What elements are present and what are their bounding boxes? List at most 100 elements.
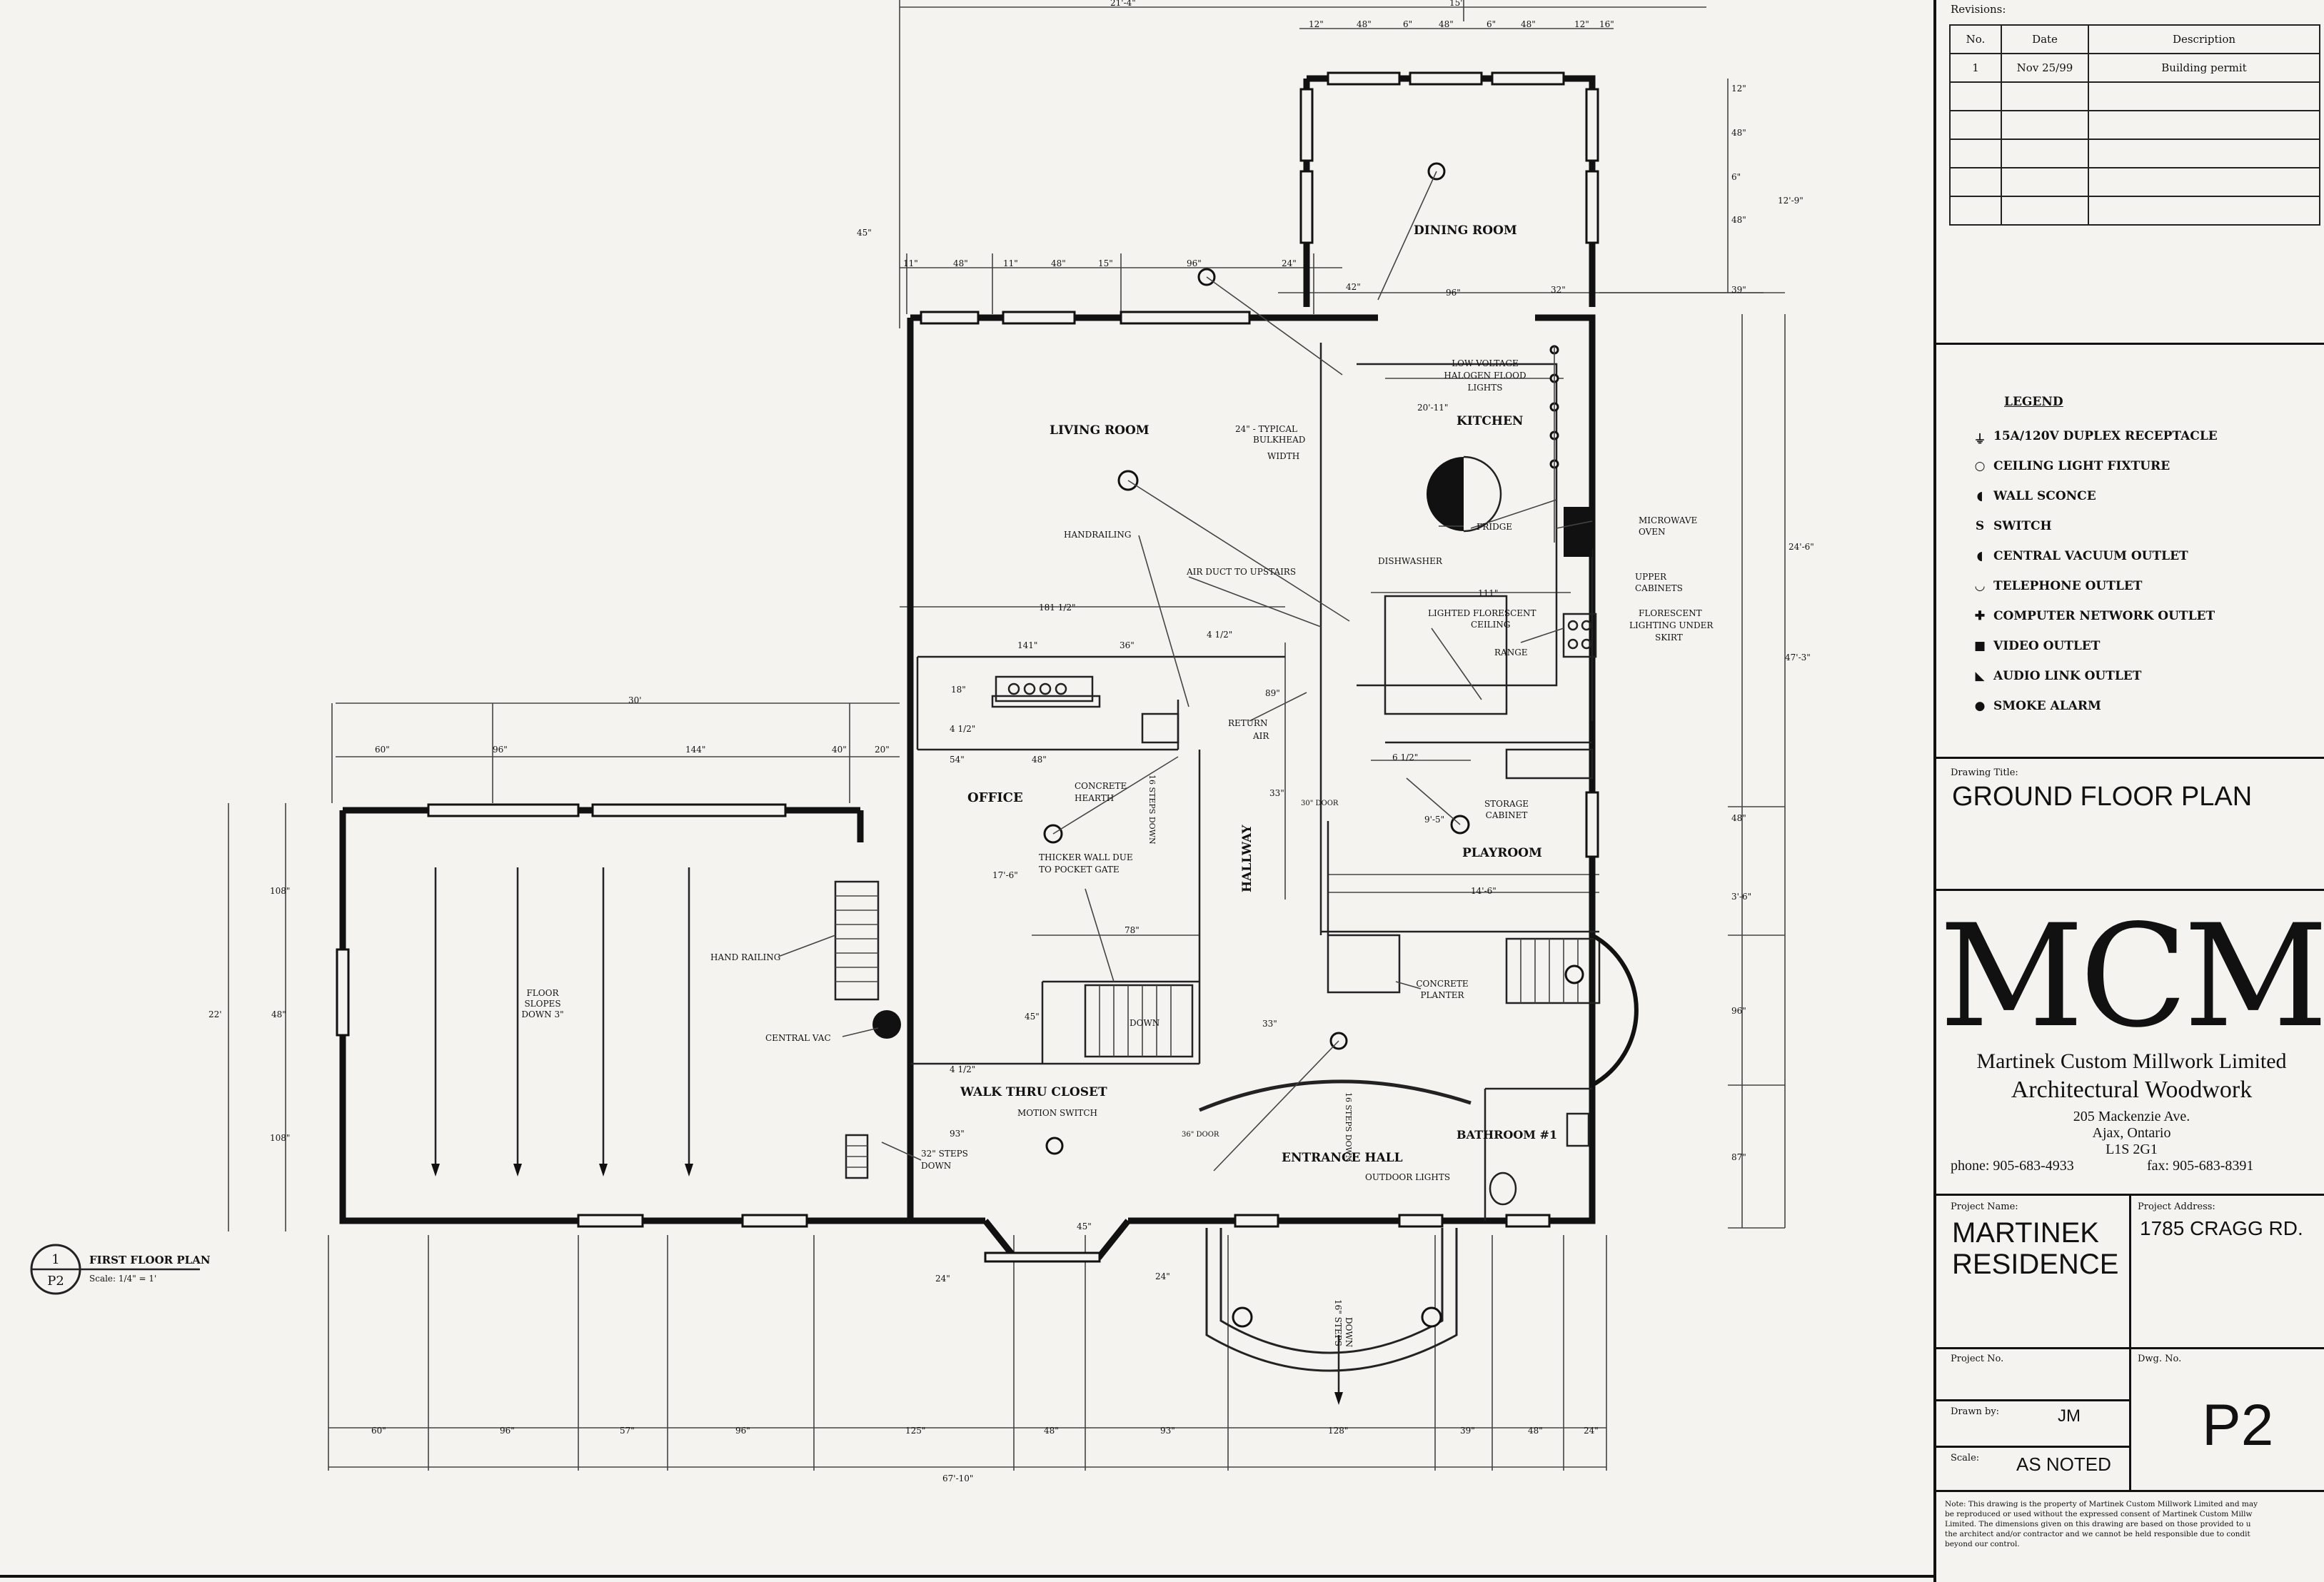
dim-label: 67'-10" [942,1473,973,1483]
note-air-duct: AIR DUCT TO UPSTAIRS [1186,567,1296,577]
legend-item: ◖WALL SCONCE [1977,489,2096,503]
note-steps-32-2: DOWN [921,1161,951,1171]
dim-label: 36" [1120,640,1135,650]
range-icon [1562,613,1597,658]
scale-value: AS NOTED [2016,1453,2111,1475]
detail-number: 1 [51,1252,59,1267]
dim-label: 48" [953,258,968,268]
dim-label: 3'-6" [1731,892,1751,902]
dim-label: 48" [1731,215,1746,225]
dim-label: 42" [1346,282,1361,292]
dim-label: 21'-4" [1110,0,1136,8]
project-name-1: MARTINEK [1952,1217,2099,1249]
rev-header-description: Description [2088,24,2320,54]
dim-label: 45" [1077,1221,1092,1231]
outdoor-light-icon [1232,1306,1253,1328]
dim-label: 4 1/2" [1207,630,1232,640]
dim-label: 144" [685,745,705,755]
telephone-outlet-icon: ◡ [1974,579,1986,593]
project-section: Project Name: MARTINEK RESIDENCE Project… [1936,1194,2324,1349]
legend-item: ⏚15A/120V DUPLEX RECEPTACLE [1974,429,2218,447]
rev-cell: Building permit [2088,53,2320,83]
dim-label: 9'-5" [1424,815,1444,825]
dim-label: 22' [208,1009,222,1019]
exterior-walls [339,75,1596,1260]
plan-title-callout: 1 P2 FIRST FLOOR PLAN Scale: 1/4" = 1' [30,1244,211,1295]
legend-label: SWITCH [1993,519,2052,533]
dim-label: 181 1/2" [1039,603,1076,613]
dim-label: 54" [950,755,965,765]
project-no-label: Project No. [1951,1354,2004,1364]
dim-label: 39" [1460,1426,1475,1436]
scale-label: Scale: [1951,1453,1980,1463]
dim-label: 24" [935,1274,950,1284]
wall-sconce-icon: ◖ [1976,489,1983,503]
note-fridge: FRIDGE [1477,522,1512,532]
legend-label: VIDEO OUTLET [1993,639,2101,653]
network-outlet-icon: ✚ [1974,609,1986,623]
room-dining: DINING ROOM [1414,223,1517,238]
legend-section: LEGEND ⏚15A/120V DUPLEX RECEPTACLE○CEILI… [1936,343,2324,759]
legend-label: SMOKE ALARM [1993,699,2101,713]
dim-label: 47'-3" [1785,653,1811,662]
dim-label: 48" [1439,19,1454,29]
company-section: MCM Martinek Custom Millwork Limited Arc… [1936,889,2324,1194]
dim-label: 15" [1098,258,1113,268]
project-name-2: RESIDENCE [1952,1249,2119,1280]
ceiling-light-icon [1045,1137,1064,1155]
company-address-1: 205 Mackenzie Ave. [2073,1109,2190,1124]
company-name: Martinek Custom Millwork Limited [1976,1049,2287,1073]
dim-label: 20'-11" [1417,403,1448,413]
note-microwave-1: MICROWAVE [1639,515,1697,525]
note-florescent-1: FLORESCENT [1639,608,1702,618]
note-floor-1: FLOOR [526,988,559,998]
dim-label: 60" [375,745,390,755]
dim-label: 57" [620,1426,635,1436]
video-outlet-icon: ■ [1973,639,1986,653]
dim-label: 48" [1357,19,1372,29]
note-range: RANGE [1494,648,1528,658]
drawing-info-section: Project No. Drawn by: JM Scale: AS NOTED… [1936,1347,2324,1492]
note-central-vac: CENTRAL VAC [765,1033,831,1043]
legend-item: ✚COMPUTER NETWORK OUTLET [1975,609,2215,623]
note-hand-railing: HAND RAILING [710,952,780,962]
note-florescent-3: SKIRT [1655,633,1683,643]
dim-label: 30' [628,695,642,705]
dim-label: 12'-9" [1778,196,1804,206]
dwg-no-label: Dwg. No. [2138,1354,2182,1364]
rev-cell: 1 [1949,53,2002,83]
dim-label: 48" [1731,128,1746,138]
dim-label: 24" [1155,1271,1170,1281]
dim-label: 87" [1731,1152,1746,1162]
note-handrailing: HANDRAILING [1064,530,1132,540]
dim-label: 45" [1025,1012,1040,1022]
dim-label: 12" [1731,84,1746,94]
dim-label: 12" [1309,19,1324,29]
room-playroom: PLAYROOM [1462,846,1542,860]
note-door-30: 30" DOOR [1301,800,1339,807]
leader-lines [778,520,1593,1161]
revisions-label: Revisions: [1951,3,2006,16]
note-floor-3: DOWN 3" [521,1009,563,1019]
title-block: Revisions: No. Date Description 1 Nov 25… [1933,0,2324,1582]
interior-walls [910,343,1599,1221]
toilet-icon [1489,1172,1517,1206]
dim-label: 48" [1521,19,1536,29]
room-office: OFFICE [967,790,1023,805]
dim-label: 18" [951,685,966,695]
ceiling-light-icon [1564,964,1584,984]
dim-label: 24" [1584,1426,1599,1436]
project-name-label: Project Name: [1951,1201,2018,1212]
company-logo: MCM [1939,894,2324,1059]
dim-label: 33" [1262,1019,1277,1029]
note-planter-1: CONCRETE [1416,979,1468,989]
note-line: the architect and/or contractor and we c… [1945,1530,2250,1538]
company-phone: phone: 905-683-4933 [1951,1158,2074,1174]
note-microwave-2: OVEN [1639,527,1666,537]
legend-label: AUDIO LINK OUTLET [1993,669,2142,683]
note-low-voltage-1: LOW VOLTAGE [1452,358,1519,368]
detail-sheet: P2 [47,1274,64,1289]
microwave-icon [1564,507,1592,557]
drawn-by-label: Drawn by: [1951,1406,2000,1417]
